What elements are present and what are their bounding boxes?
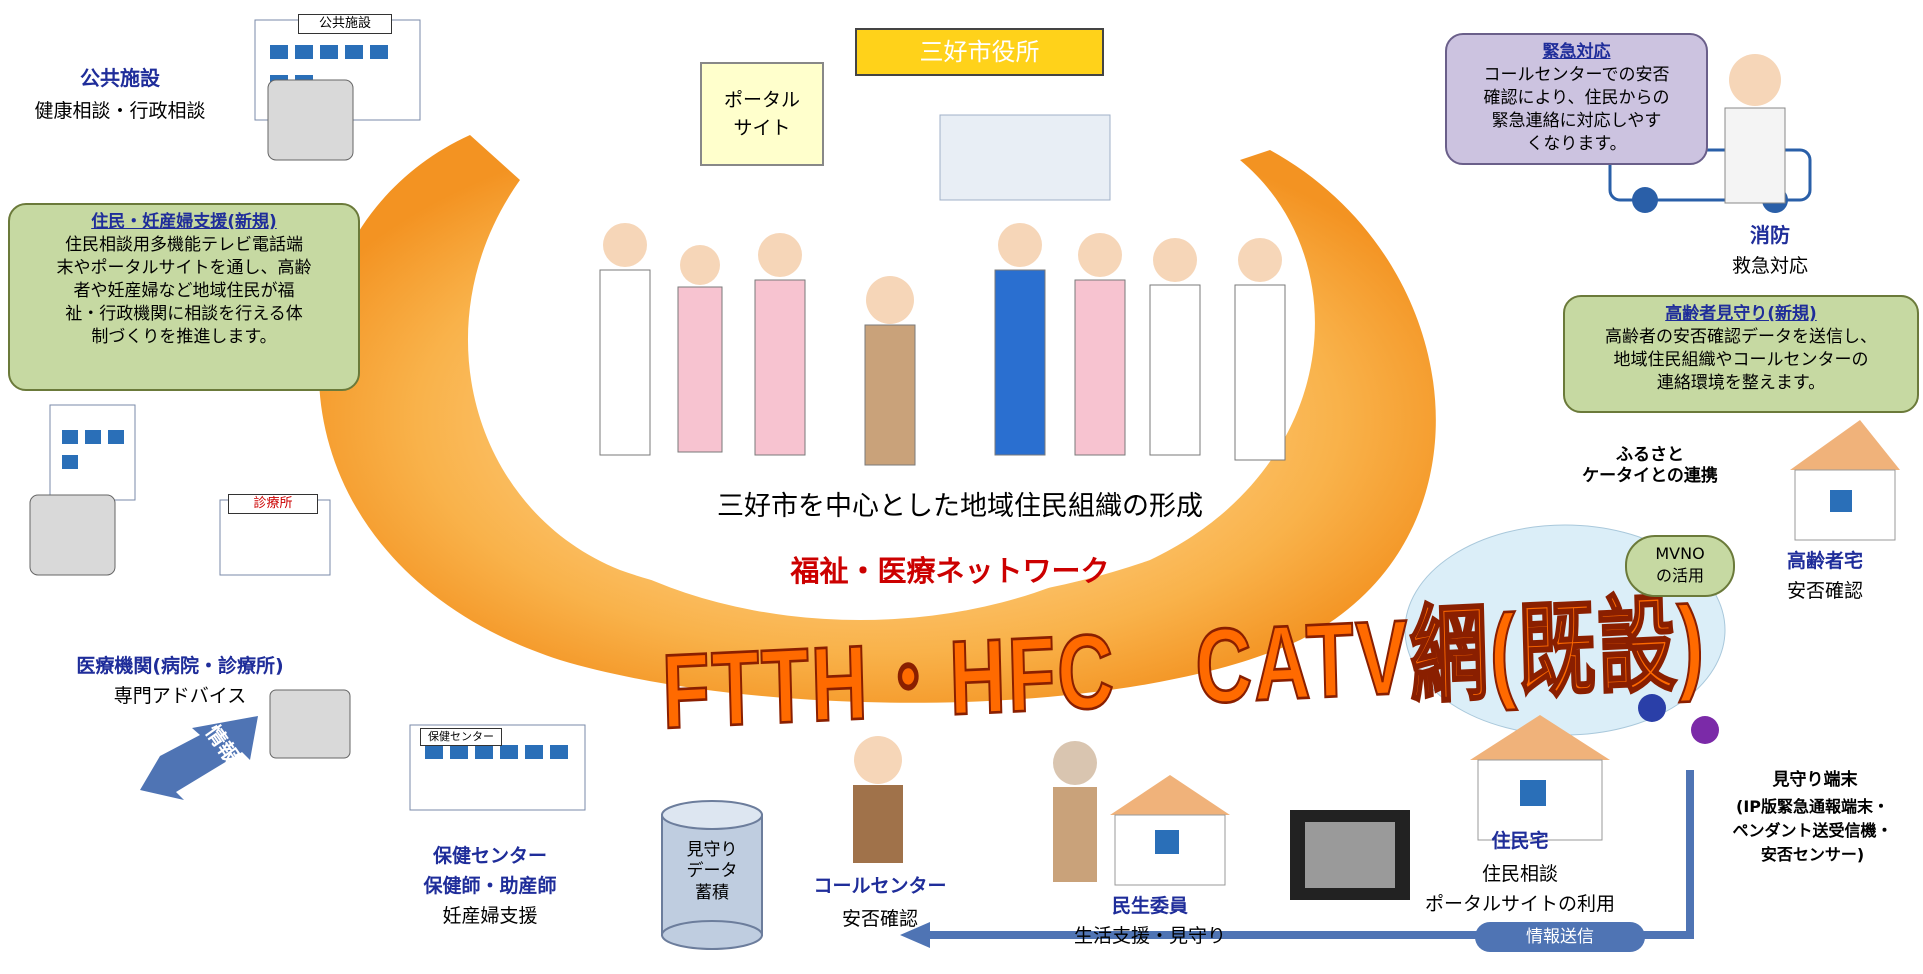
elderly-home-desc: 安否確認: [1786, 580, 1863, 602]
fire-desc: 救急対応: [1731, 255, 1808, 277]
callout-resident-body: 住民相談用多機能テレビ電話端 末やポータルサイトを通し、高齢 者や妊産婦など地域…: [56, 234, 312, 347]
call-center-operator: [853, 736, 903, 863]
sensor-terminal: [1691, 716, 1719, 744]
callout-elderly-title: 高齢者見守り(新規): [1665, 304, 1817, 324]
callout-resident-support: 住民・妊産婦支援(新規) 住民相談用多機能テレビ電話端 末やポータルサイトを通し…: [8, 203, 360, 391]
furusato-label: ふるさと ケータイとの連携: [1582, 445, 1718, 487]
house-elderly: [1790, 420, 1900, 541]
data-storage-cylinder: [661, 800, 763, 950]
house-welfare: [1110, 775, 1230, 886]
call-center-title: コールセンター: [813, 875, 947, 897]
videophone-public: [267, 79, 354, 161]
elderly-home-title: 高齢者宅: [1786, 550, 1863, 572]
clinic-sign: 診療所: [228, 494, 318, 514]
welfare-desc: 生活支援・見守り: [1073, 925, 1226, 947]
pendant-terminal: [1638, 694, 1666, 722]
callout-elderly-body: 高齢者の安否確認データを送信し、 地域住民組織やコールセンターの 連絡環境を整え…: [1605, 326, 1877, 393]
house-residence: [1470, 715, 1610, 841]
call-center-desc: 安否確認: [841, 908, 918, 930]
info-exchange-arrow: [140, 716, 258, 800]
medical-title: 医療機関(病院・診療所): [76, 655, 284, 677]
community-caption: 三好市を中心とした地域住民組織の形成: [717, 491, 1203, 522]
videophone-health: [269, 689, 351, 759]
videophone-medical: [29, 494, 116, 576]
residence-portal: ポータルサイトの利用: [1424, 893, 1615, 915]
residence-desc: 住民相談: [1481, 863, 1558, 885]
health-center-staff: 保健師・助産師: [423, 875, 557, 897]
info-send-line: [930, 770, 1694, 939]
terminal-desc: (IP版緊急通報端末・ ペンダント送受信機・ 安否センサー): [1732, 797, 1893, 864]
callout-resident-title: 住民・妊産婦支援(新規): [91, 212, 277, 232]
city-hall-building: [939, 114, 1111, 201]
callout-elderly-watch: 高齢者見守り(新規) 高齢者の安否確認データを送信し、 地域住民組織やコールセン…: [1563, 295, 1919, 413]
public-facility-sign: 公共施設: [298, 14, 392, 34]
health-center-title: 保健センター: [432, 845, 547, 867]
network-title: 福祉・医療ネットワーク: [790, 554, 1110, 588]
callout-emergency: 緊急対応 コールセンターでの安否 確認により、住民からの 緊急連絡に対応しやす …: [1445, 33, 1708, 165]
callout-emergency-body: コールセンターでの安否 確認により、住民からの 緊急連絡に対応しやす くなります…: [1483, 64, 1670, 154]
portal-site-box: ポータル サイト: [700, 62, 824, 166]
health-center-sign: 保健センター: [420, 728, 502, 746]
callout-emergency-title: 緊急対応: [1542, 42, 1611, 62]
catv-ring: [318, 135, 1436, 703]
public-facility-title: 公共施設: [80, 66, 160, 90]
data-storage-label: 見守り データ 蓄積: [686, 840, 738, 903]
public-facility-desc: 健康相談・行政相談: [34, 100, 206, 122]
info-send-arrowhead: [900, 922, 930, 948]
health-center-desc: 妊産婦支援: [442, 905, 538, 927]
info-send-badge: 情報送信: [1475, 922, 1645, 952]
firefighter-figure: [1724, 54, 1786, 204]
welfare-commissioner-figure: [1053, 741, 1097, 882]
medical-desc: 専門アドバイス: [113, 685, 247, 707]
city-hall-sign: 三好市役所: [855, 28, 1104, 76]
welfare-title: 民生委員: [1111, 895, 1188, 917]
fire-title: 消防: [1750, 223, 1790, 247]
terminal-title: 見守り端末: [1772, 770, 1858, 790]
residence-title: 住民宅: [1491, 830, 1549, 852]
mvno-bubble: MVNO の活用: [1625, 535, 1735, 597]
community-people: [599, 223, 1286, 466]
